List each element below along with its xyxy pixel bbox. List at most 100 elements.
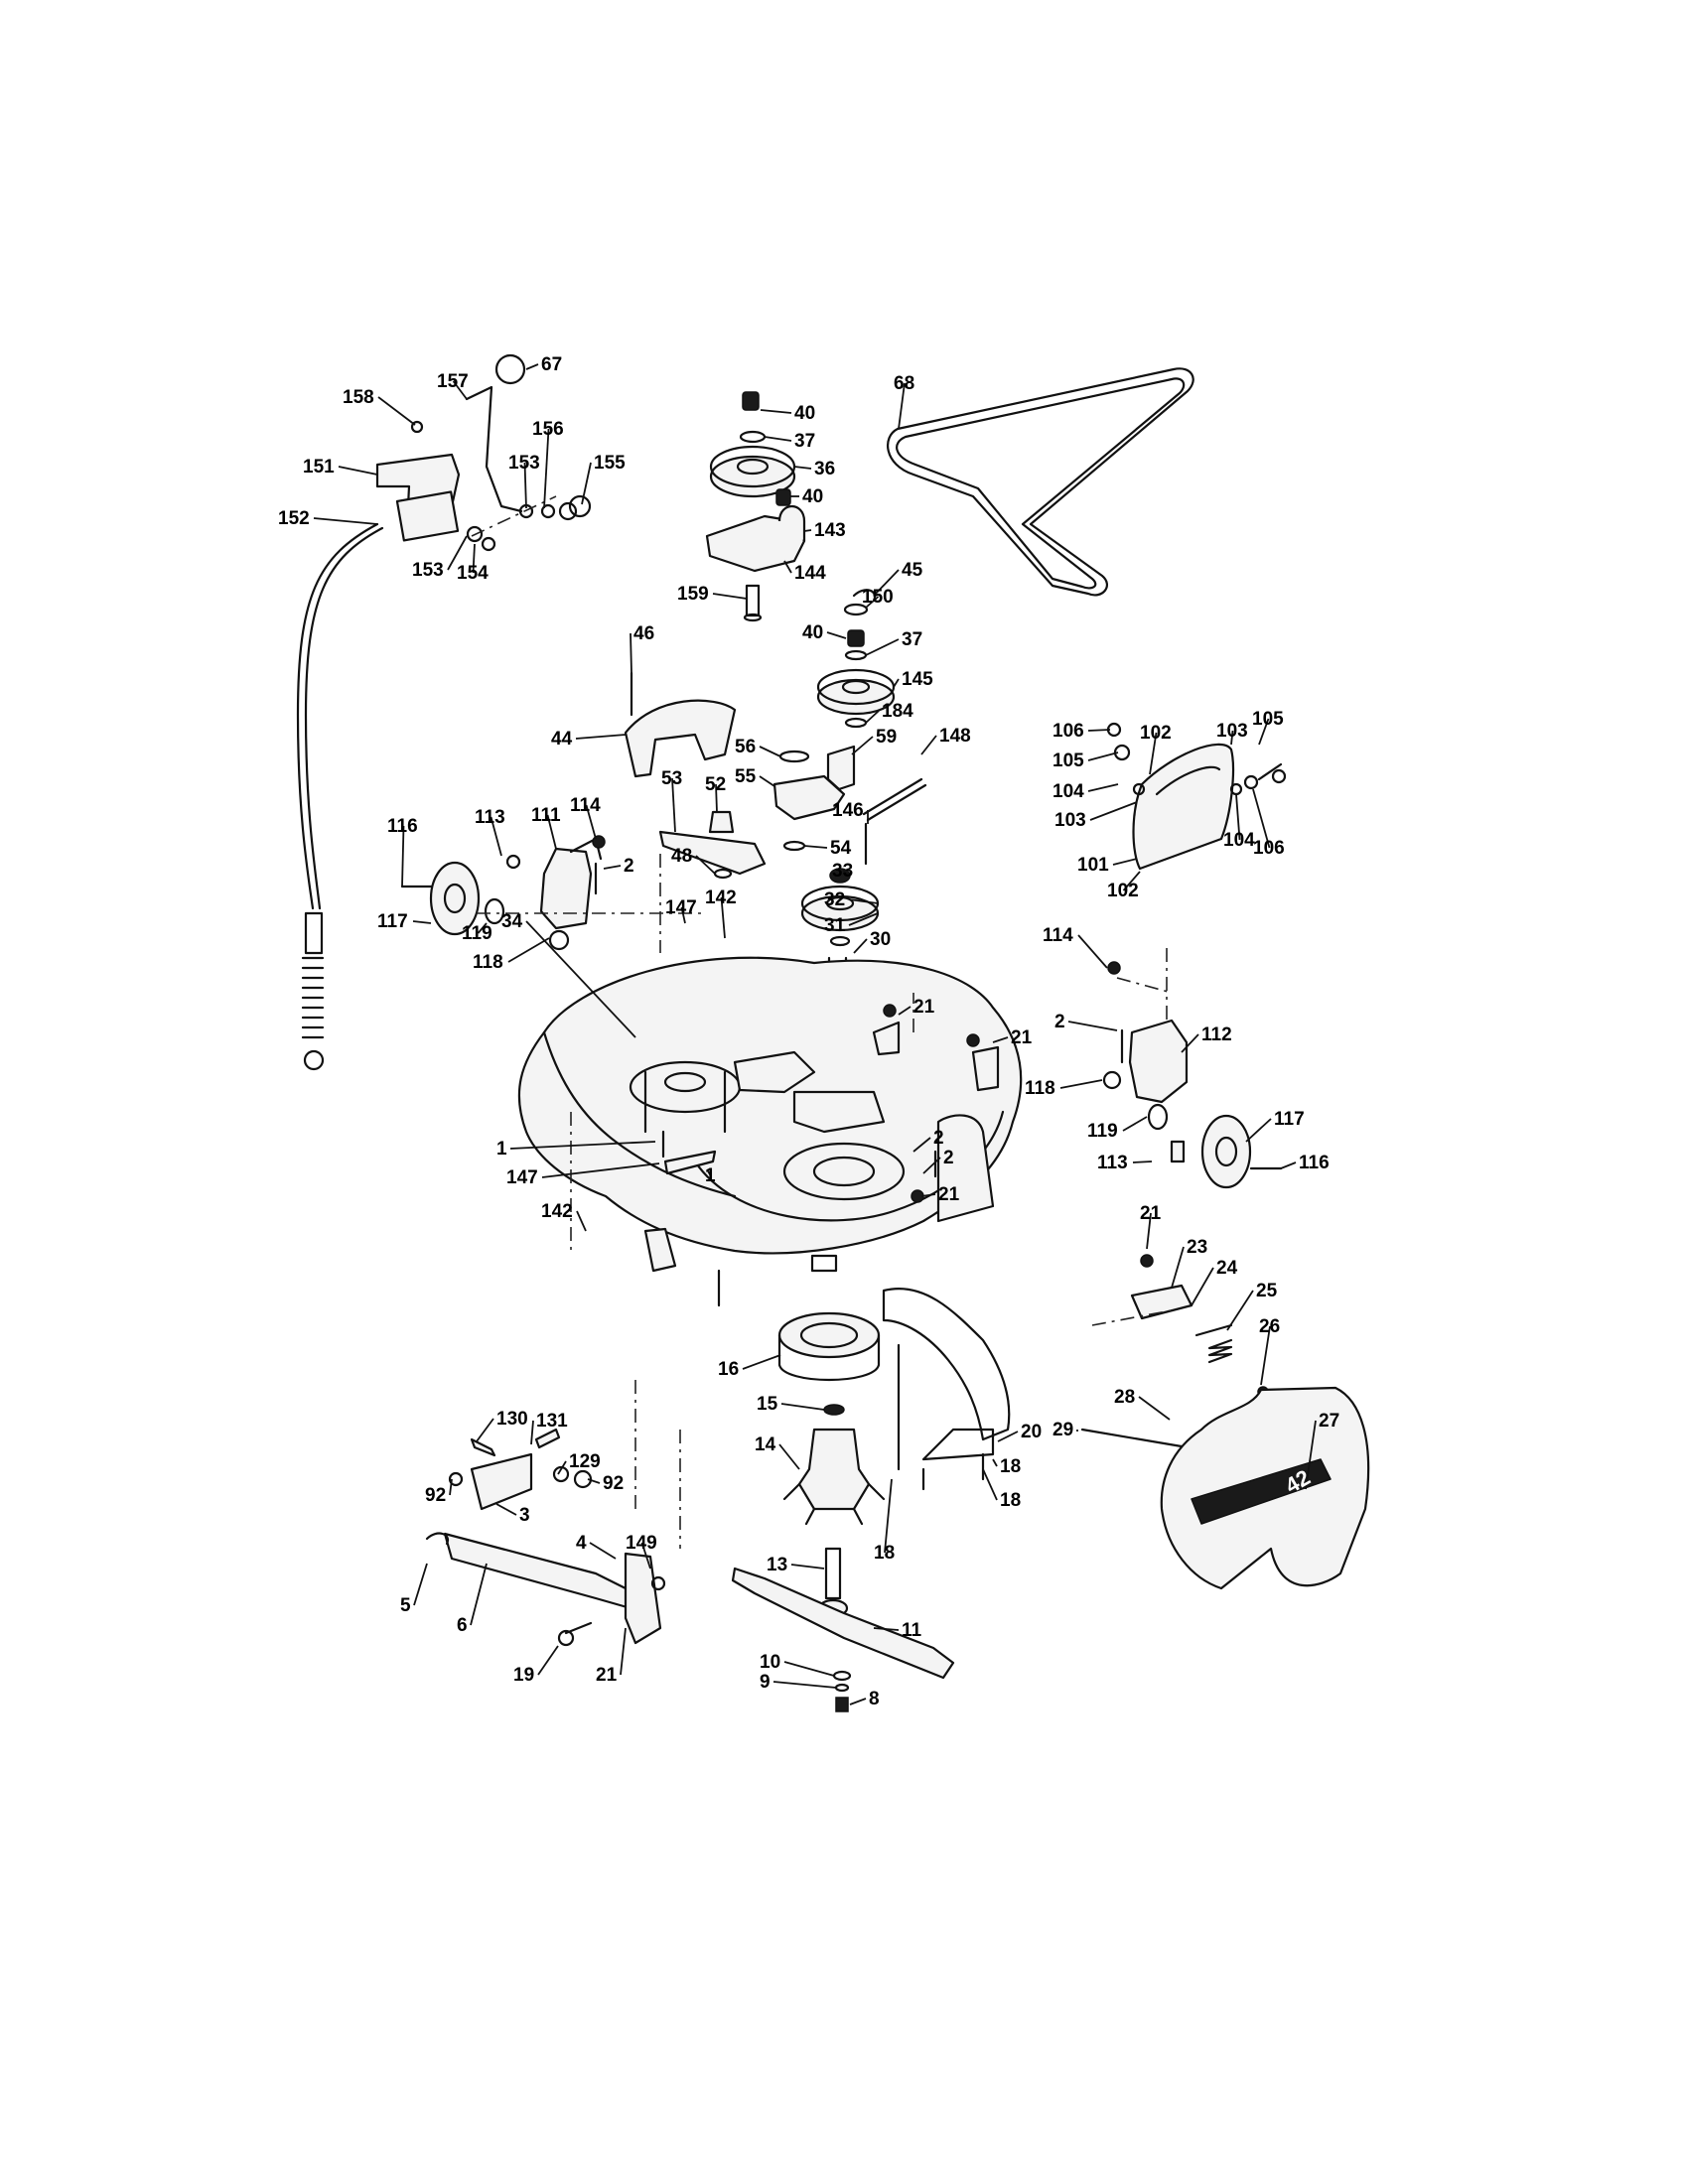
idler-pulley-assembly [705,391,806,622]
callout-number: 156 [532,419,564,440]
callout-number: 118 [1025,1078,1055,1099]
callout-157: 157 [437,371,469,400]
callout-114: 114 [1043,925,1108,969]
leader-line [849,1698,867,1706]
leader-line [1181,1033,1199,1053]
leader-line [313,517,378,525]
leader-line [401,825,405,887]
callout-21: 21 [898,997,935,1018]
callout-number: 2 [943,1148,954,1168]
callout-68: 68 [894,373,914,430]
callout-number: 105 [1052,751,1084,771]
leader-line [477,922,488,934]
callout-number: 4 [576,1533,587,1554]
callout-number: 151 [303,457,335,478]
callout-30: 30 [853,929,891,954]
leader-line [587,1478,601,1484]
callout-number: 9 [760,1672,771,1693]
left-gauge-wheel [400,835,705,951]
callout-92: 92 [587,1473,624,1494]
leader-line [575,734,627,740]
leader-line [1122,871,1141,891]
callout-32: 32 [824,889,879,910]
callout-number: 8 [869,1689,880,1709]
callout-59: 59 [851,727,897,755]
leader-line [712,593,748,600]
callout-151: 151 [303,457,378,478]
callout-number: 117 [1274,1109,1305,1130]
callout-40: 40 [760,403,815,424]
leader-line [898,382,906,430]
callout-106: 106 [1052,721,1111,742]
main-pulley-stack [772,589,927,995]
leader-line [470,1563,488,1626]
leader-line [620,1627,627,1676]
callout-number: 2 [624,856,634,877]
callout-number: 147 [506,1167,538,1188]
callout-11: 11 [873,1620,922,1641]
callout-number: 28 [1114,1387,1135,1408]
leader-line [803,529,812,532]
callout-105: 105 [1052,751,1119,771]
callout-131: 131 [530,1411,568,1445]
leader-line [530,1420,534,1445]
callout-number: 147 [665,897,697,918]
leader-line [490,816,502,857]
callout-15: 15 [757,1394,825,1415]
callout-number: 10 [760,1652,780,1673]
callout-number: 45 [902,560,923,581]
callout-29: 29 [1052,1420,1078,1440]
callout-number: 53 [661,768,682,789]
callout-number: 67 [541,354,562,375]
callout-31: 31 [824,912,879,936]
callout-114: 114 [570,795,601,840]
callout-number: 21 [938,1184,960,1205]
callout-118: 118 [1025,1078,1103,1099]
leader-line [848,912,879,926]
leader-line [1258,718,1270,746]
callout-44: 44 [551,729,627,750]
leader-line [893,678,900,688]
leader-line [695,855,716,875]
mower-deck [517,956,1023,1273]
callout-number: 131 [536,1411,568,1432]
leader-line [759,746,781,757]
callout-159: 159 [677,584,748,605]
callout-113: 113 [1097,1153,1153,1173]
callout-number: 142 [541,1201,573,1222]
leader-line [842,870,851,877]
callout-113: 113 [475,807,505,857]
leader-line [523,462,527,509]
callout-103: 103 [1216,721,1248,746]
leader-line [912,1137,931,1153]
callout-number: 2 [933,1128,944,1149]
callout-26: 26 [1259,1316,1280,1386]
callout-number: 40 [802,486,823,507]
callout-45: 45 [873,560,923,597]
leader-line [412,920,432,924]
drive-belt [887,367,1194,597]
callout-number: 111 [531,805,561,826]
callout-number: 52 [705,774,726,795]
callout-27: 27 [1305,1411,1339,1490]
callout-number: 59 [876,727,897,748]
callout-2: 2 [922,1148,954,1174]
leader-line [449,1478,453,1496]
callout-number: 46 [633,623,654,644]
callout-number: 148 [939,726,971,747]
callout-155: 155 [581,453,626,505]
callout-2: 2 [603,856,634,877]
callout-number: 6 [457,1615,468,1636]
callout-118: 118 [473,937,550,973]
callout-53: 53 [661,768,682,833]
callout-37: 37 [764,431,815,452]
callout-5: 5 [400,1563,428,1616]
leader-line [865,596,880,609]
leader-line [780,1403,825,1411]
callout-number: 37 [902,629,922,650]
leader-line [1112,858,1138,866]
callout-28: 28 [1114,1387,1171,1421]
callout-156: 156 [532,419,564,509]
leader-line [1089,801,1138,821]
